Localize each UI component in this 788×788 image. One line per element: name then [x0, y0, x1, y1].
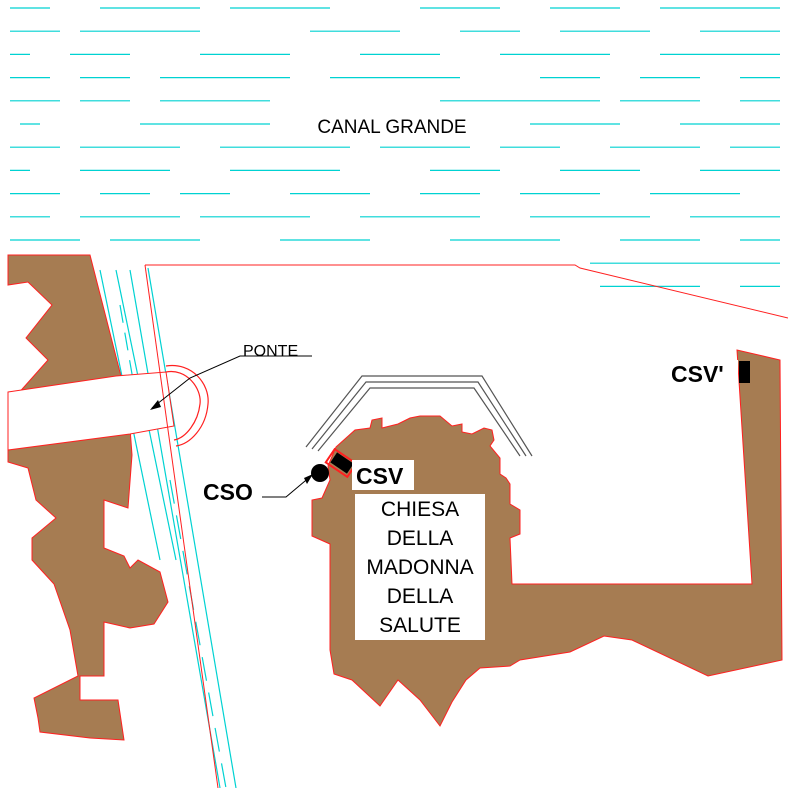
csv-highlight	[324, 447, 358, 479]
cso-arrowhead	[304, 474, 313, 484]
csv-label-bg	[352, 460, 414, 490]
church-label-bg	[355, 494, 485, 640]
precinct-outline	[145, 264, 788, 319]
csv-label: CSV	[356, 463, 404, 489]
canal-water-hatching	[10, 7, 780, 287]
left-bank-upper	[7, 254, 123, 416]
bridge-label: PONTE	[243, 343, 298, 360]
csv-prime-sensor	[739, 361, 750, 383]
church-label-line: SALUTE	[379, 614, 461, 637]
canal-label-bg	[300, 112, 484, 140]
bridge	[7, 364, 209, 451]
church-label: CHIESA DELLA MADONNA DELLA SALUTE	[366, 498, 473, 637]
cso-label-bg	[200, 477, 266, 507]
church-label-line: CHIESA	[381, 498, 459, 521]
left-bank-lower	[7, 427, 169, 741]
csv-prime-label: CSV'	[671, 361, 724, 387]
church-label-line: DELLA	[387, 585, 454, 608]
leader-lines	[151, 355, 312, 498]
canal-label: CANAL GRANDE	[317, 117, 466, 138]
fondamenta-edge	[144, 264, 219, 788]
church-label-line: MADONNA	[366, 556, 473, 579]
cso-sensor	[311, 464, 329, 482]
csv-prime-label-bg	[668, 360, 738, 388]
church-label-line: DELLA	[387, 527, 454, 550]
ponte-arrowhead	[150, 400, 161, 410]
cso-label: CSO	[203, 479, 253, 505]
church-terrace	[305, 375, 533, 457]
csv-sensor	[330, 452, 354, 474]
side-canal	[99, 267, 237, 788]
